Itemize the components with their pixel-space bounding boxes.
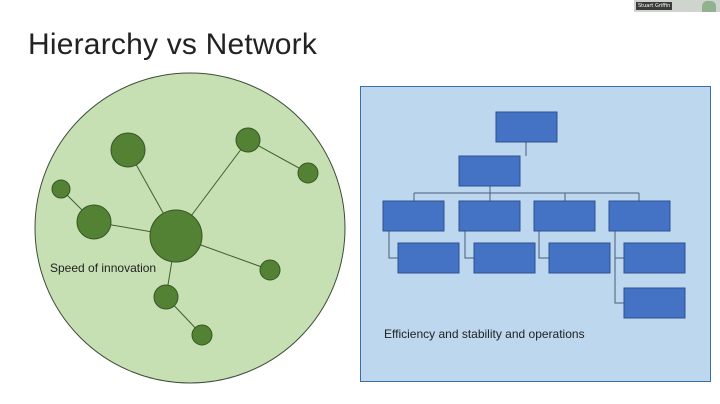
org-box: [548, 242, 611, 274]
network-node: [297, 162, 319, 184]
network-node: [235, 127, 261, 153]
org-box: [623, 242, 686, 274]
network-node-hub: [149, 209, 203, 263]
org-box: [608, 200, 671, 232]
org-box: [473, 242, 536, 274]
network-node: [110, 132, 146, 168]
org-box: [397, 242, 460, 274]
connector: [614, 258, 624, 304]
org-box-root: [495, 111, 558, 143]
network-diagram: [34, 72, 346, 384]
hierarchy-boxes: [382, 111, 686, 319]
slide-title: Hierarchy vs Network: [28, 28, 318, 61]
presenter-figure-icon: [702, 1, 716, 12]
network-node: [259, 259, 281, 281]
network-node: [51, 179, 71, 199]
org-box: [533, 200, 596, 232]
connector: [614, 231, 624, 259]
network-nodes: [51, 127, 319, 346]
org-box: [382, 200, 445, 232]
connector: [538, 231, 549, 259]
presenter-name: Stuart Griffin: [636, 2, 673, 10]
org-box: [458, 155, 521, 187]
network-node: [191, 324, 213, 346]
hierarchy-label: Efficiency and stability and operations: [384, 327, 585, 341]
connector: [464, 231, 474, 259]
org-box: [458, 200, 521, 232]
org-box: [623, 287, 686, 319]
presenter-video-thumbnail[interactable]: Stuart Griffin: [634, 0, 720, 12]
network-node: [76, 204, 112, 240]
hierarchy-connectors: [388, 142, 640, 304]
hierarchy-chart: [382, 111, 686, 319]
connector: [388, 231, 398, 259]
network-label: Speed of innovation: [50, 261, 157, 275]
network-node: [153, 284, 179, 310]
